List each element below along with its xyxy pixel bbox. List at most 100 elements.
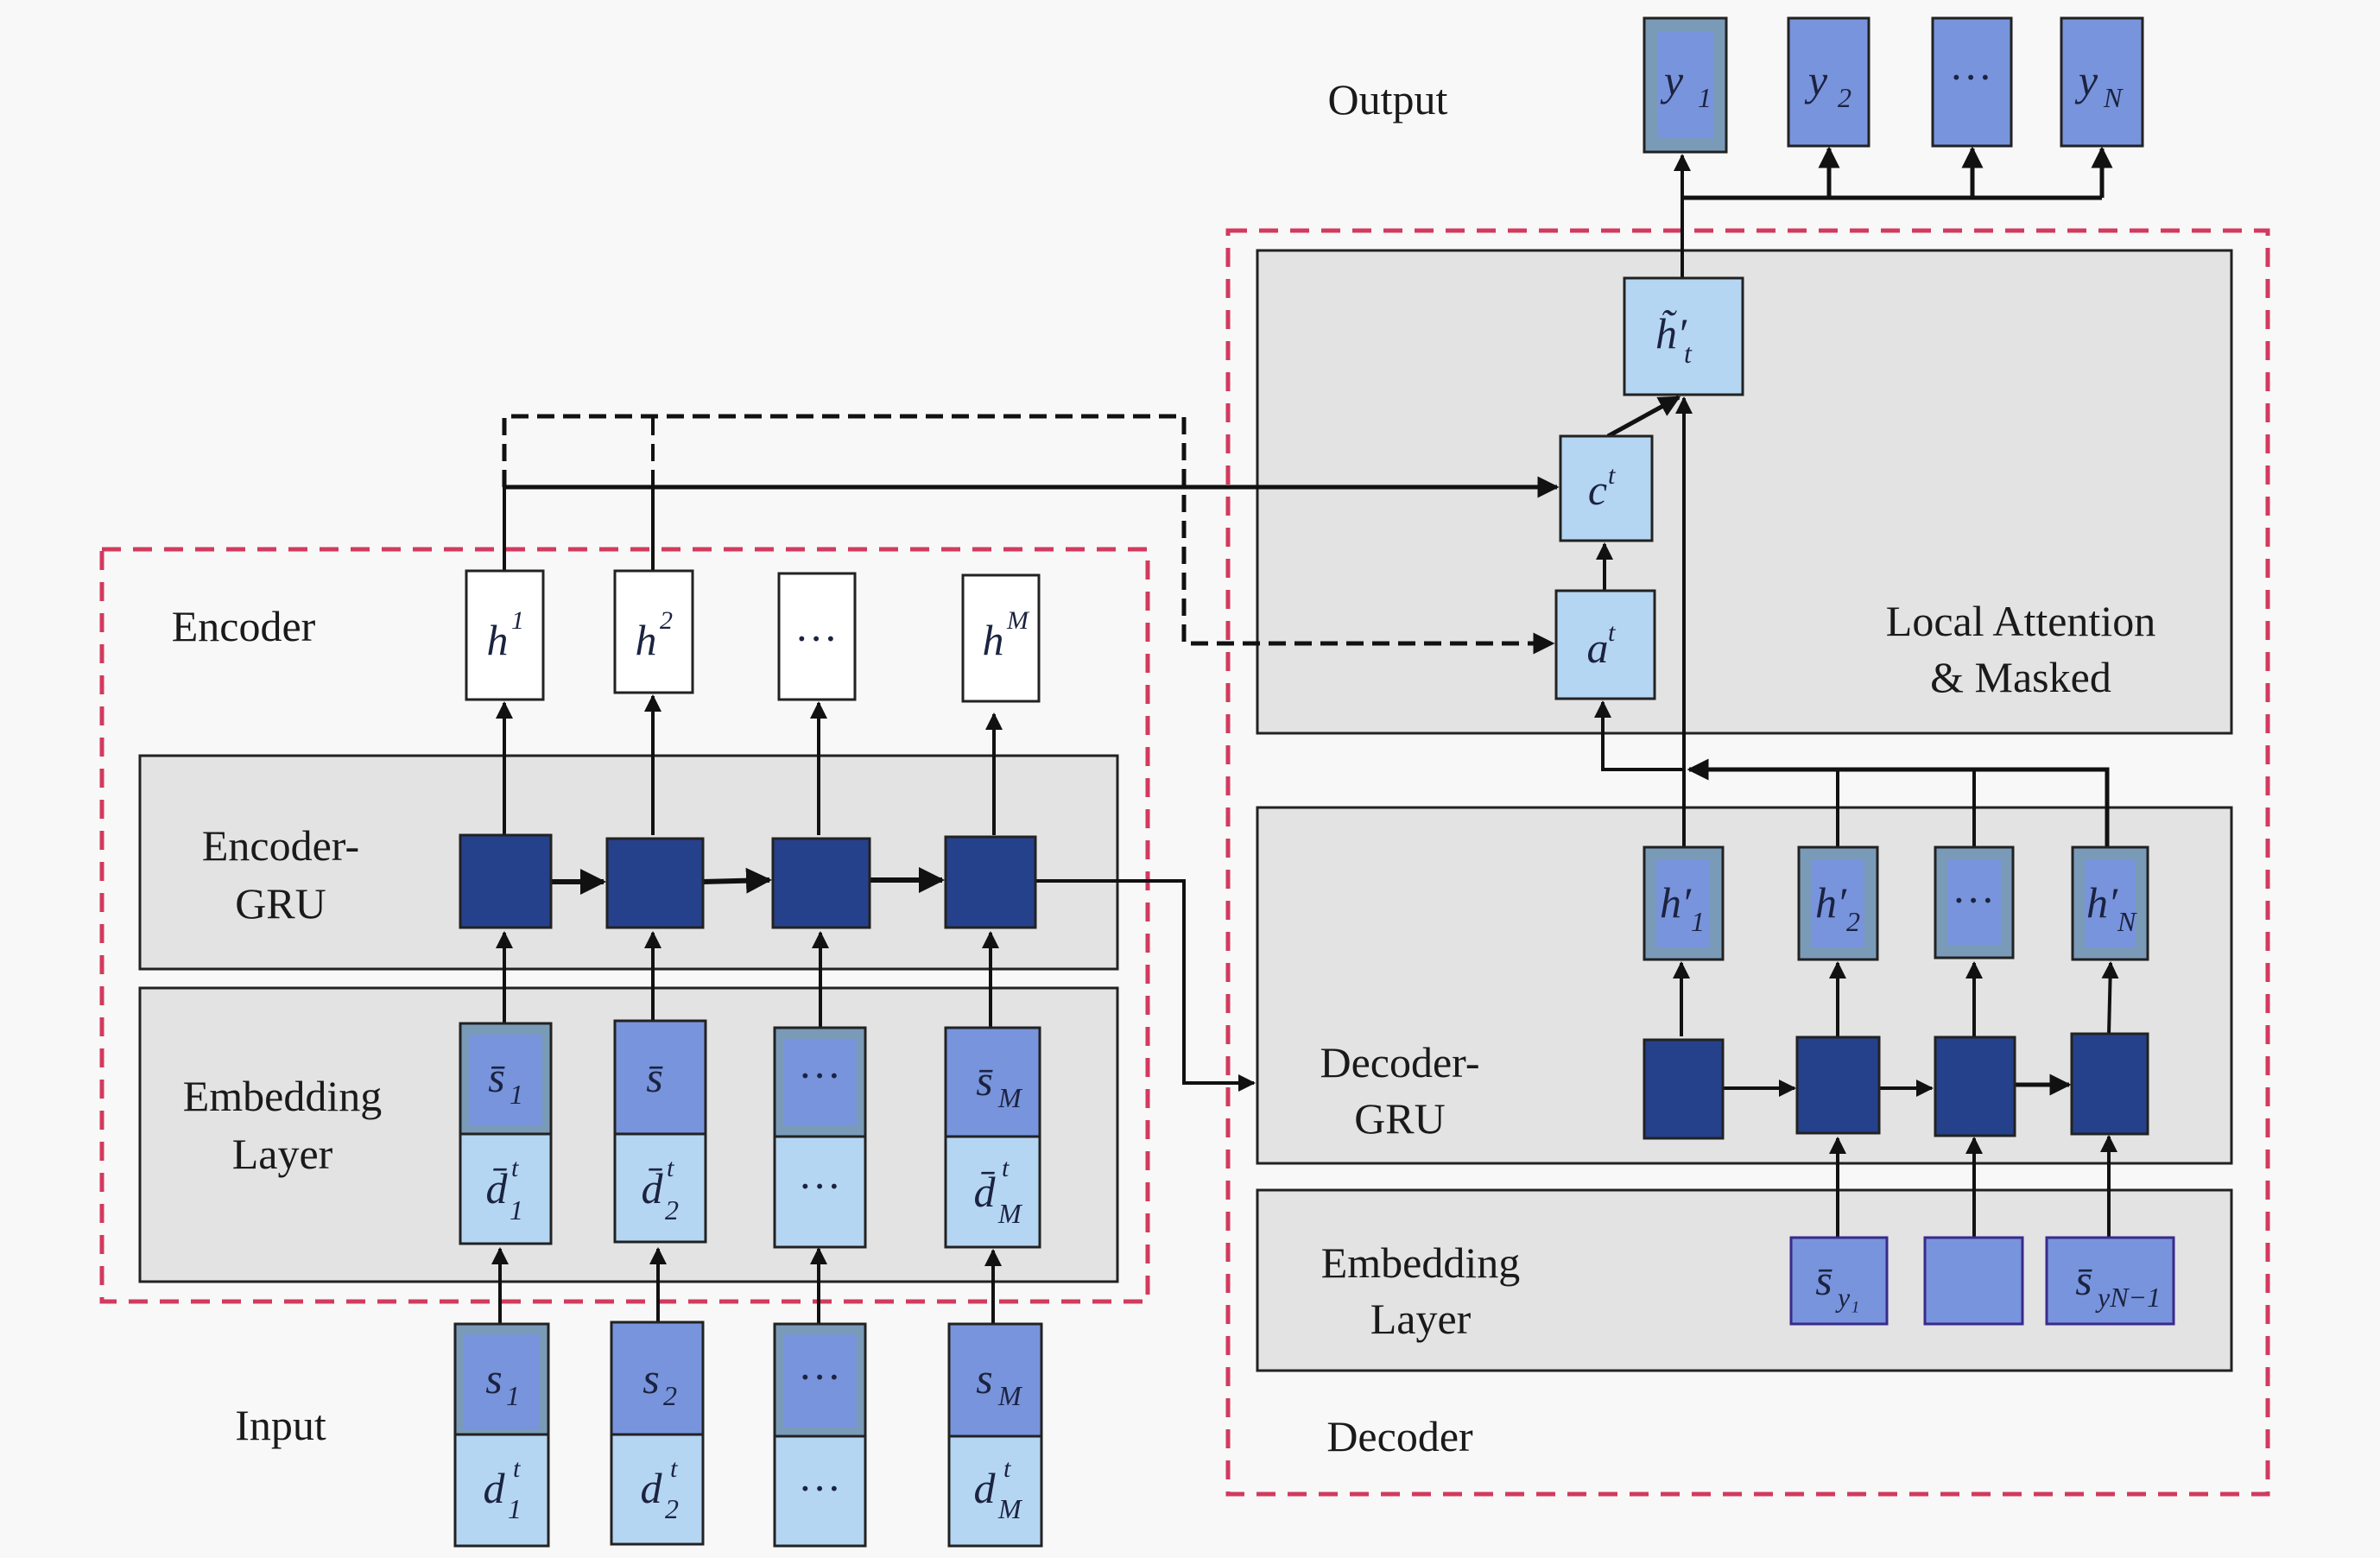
decoder-embedding-boxes: s̄y₁ s̄yN−1 [1789,1236,2175,1326]
svg-text:M: M [997,1198,1023,1229]
encoder-gru-cell [605,837,705,929]
svg-text:h: h [983,616,1004,664]
encoder-embedding-box: s̄ d̄2t [613,1019,707,1244]
attention-label-line1: Local Attention [1886,597,2155,645]
decoder-embedding-box: s̄yN−1 [2045,1236,2175,1326]
encoder-embedding-label-line2: Layer [232,1130,333,1178]
attention-bus [1687,758,2110,847]
svg-text:1: 1 [508,1493,522,1524]
decoder-hidden-box: h′1 [1643,846,1725,961]
encoder-embedding-label-line1: Embedding [183,1072,383,1120]
decoder-gru-label-line2: GRU [1354,1094,1446,1143]
decoder-embedding-box: s̄y₁ [1789,1236,1889,1326]
svg-text:s̄: s̄ [1815,1256,1832,1304]
decoder-hidden-boxes: h′1 h′2 … h′N [1643,846,2149,961]
svg-text:y: y [2074,56,2098,104]
svg-text:d̄: d̄ [486,1164,509,1213]
svg-text:t: t [667,1154,674,1182]
svg-text:h̃′: h̃′ [1655,309,1687,358]
svg-text:2: 2 [1846,906,1860,937]
decoder-gru-cell [1795,1036,1881,1135]
svg-text:h′: h′ [1660,878,1692,927]
encoder-label: Encoder [172,602,316,650]
svg-text:…: … [798,602,836,650]
svg-text:…: … [801,1150,839,1198]
svg-text:t: t [1608,461,1616,490]
decoder-gru-label-line1: Decoder- [1320,1038,1480,1086]
decoder-hidden-box: h′N [2071,846,2149,961]
svg-text:y: y [1660,56,1684,104]
svg-text:t: t [511,1154,519,1182]
svg-text:c: c [1588,466,1607,514]
alignment-weights-box: a t [1554,589,1656,700]
svg-text:…: … [801,1452,839,1500]
input-box: … … [773,1322,867,1548]
svg-text:y: y [1804,56,1828,104]
svg-text:2: 2 [660,606,673,635]
svg-text:t: t [1608,618,1616,647]
svg-text:M: M [997,1380,1023,1411]
svg-text:t: t [1003,1454,1011,1483]
svg-text:a: a [1587,624,1609,672]
svg-text:s̄: s̄ [976,1056,993,1105]
output-y-box: y 2 [1787,16,1870,148]
svg-text:…: … [801,1039,839,1087]
decoder-label: Decoder [1326,1412,1473,1460]
svg-text:t: t [670,1454,678,1483]
encoder-gru-label-line1: Encoder- [202,821,359,870]
decoder-gru-cell [1934,1036,2016,1137]
svg-text:d: d [484,1464,506,1512]
svg-text:s: s [642,1354,659,1403]
svg-text:yN−1: yN−1 [2095,1282,2161,1313]
output-boxes: y 1 y 2 … y N [1643,16,2144,154]
svg-text:N: N [2117,906,2137,937]
alignment-dashed-line [502,414,1555,655]
svg-text:t: t [1002,1154,1010,1182]
bus-to-a [1594,700,1684,771]
svg-text:d̄: d̄ [642,1164,664,1213]
encoder-gru-cell [771,837,871,929]
h-tilde-box: h̃′ t [1623,276,1744,396]
svg-text:1: 1 [510,1079,523,1110]
svg-text:2: 2 [663,1380,677,1411]
encoder-gru-cell [944,835,1037,929]
encoder-gru-label-line2: GRU [235,879,326,928]
svg-text:t: t [1684,338,1693,369]
svg-text:h: h [487,616,509,664]
decoder-hidden-box: h′2 [1797,846,1879,961]
svg-text:y₁: y₁ [1835,1282,1859,1313]
encoder-hidden-box: … [777,572,857,701]
decoder-gru-cell [1643,1038,1725,1140]
arrow-c-to-htilde [1606,395,1681,439]
svg-text:N: N [2103,82,2124,113]
svg-text:M: M [1006,606,1030,635]
svg-text:1: 1 [1698,82,1712,113]
svg-text:h′: h′ [1815,878,1847,927]
svg-text:s: s [976,1354,992,1403]
attention-panel [1256,249,2233,735]
svg-text:d: d [641,1464,663,1512]
decoder-hidden-box: … [1934,846,2015,960]
attention-label-line2: & Masked [1930,653,2111,701]
svg-text:t: t [513,1454,521,1483]
svg-text:s̄: s̄ [646,1053,663,1101]
encoder-region-border [99,547,1150,1304]
svg-text:s̄: s̄ [2075,1256,2092,1304]
svg-text:2: 2 [1838,82,1851,113]
decoder-embedding-label-line1: Embedding [1321,1238,1521,1287]
encoder-embedding-box: s̄M d̄Mt [944,1026,1041,1249]
svg-text:h: h [636,616,657,664]
svg-text:s: s [485,1354,502,1403]
output-y-box: y 1 [1643,16,1728,154]
svg-text:M: M [997,1493,1023,1524]
decoder-gru-cell [2070,1032,2149,1136]
svg-text:1: 1 [510,1194,523,1226]
encoder-gru-cells [459,833,1037,929]
svg-text:M: M [997,1082,1023,1113]
